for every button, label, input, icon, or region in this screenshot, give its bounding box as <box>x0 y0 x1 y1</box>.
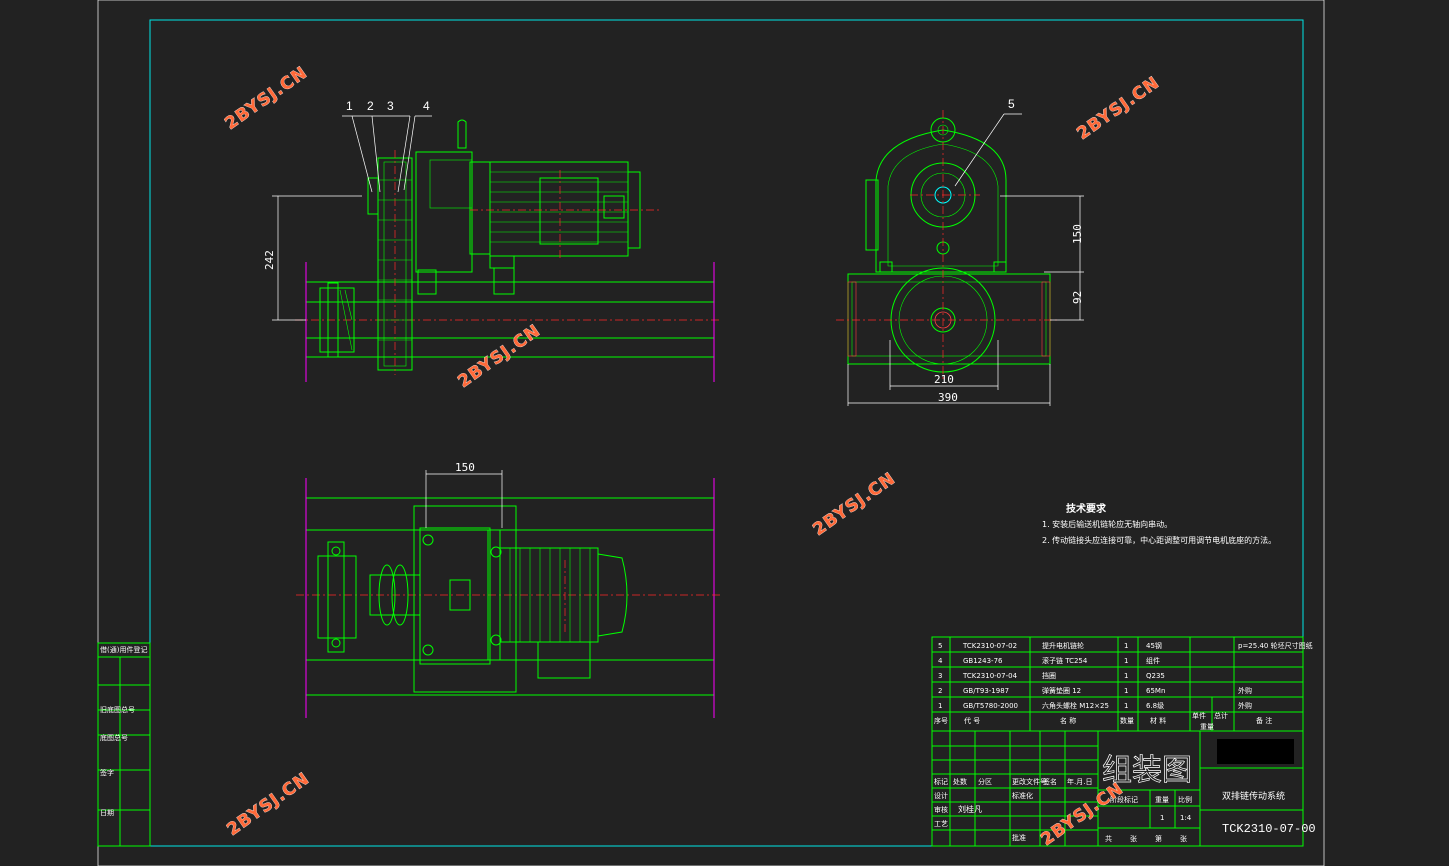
bom-cell-code: TCK2310-07-02 <box>962 642 1017 650</box>
mid-label-4: 签名 <box>1043 777 1057 786</box>
part-label-5: 5 <box>1008 97 1015 111</box>
side-view: 150 92 210 390 5 <box>836 97 1084 406</box>
bom-cell-material: 组件 <box>1146 656 1160 665</box>
tech-requirements: 技术要求 1. 安装后输送机链轮应无轴向串动。 2. 传动链接头应连接可靠，中心… <box>1042 502 1276 545</box>
side-strip-label-5: 日期 <box>100 809 114 817</box>
bom-cell-material: 45钢 <box>1146 641 1162 650</box>
side-strip-label-1: 借(通)用件登记 <box>100 645 147 654</box>
bom-cell-note: p=25.40 轮坯尺寸图纸 <box>1238 641 1313 650</box>
row-label-mark: 标记 <box>934 777 948 786</box>
mid-label-5: 年.月.日 <box>1067 777 1092 786</box>
inner-frame <box>149 19 1304 847</box>
scale-label: 比例 <box>1178 795 1192 804</box>
stage-label: 阶段标记 <box>1110 795 1138 804</box>
tech-line-1: 1. 安装后输送机链轮应无轴向串动。 <box>1042 519 1172 529</box>
bom-cell-no: 5 <box>938 642 942 650</box>
top-view: 150 <box>296 461 720 718</box>
bom-header-total: 总计 <box>1214 711 1228 720</box>
drawing-number: TCK2310-07-00 <box>1222 822 1316 836</box>
bom-header-code: 代 号 <box>964 716 980 725</box>
side-strip-label-4: 签字 <box>100 768 114 777</box>
side-dim-210: 210 <box>934 373 954 386</box>
mid-label-6: 标准化 <box>1012 791 1033 800</box>
bom-cell-qty: 1 <box>1124 657 1128 665</box>
drawing-title: 组装图 <box>1102 753 1192 788</box>
bom-header-note: 备 注 <box>1256 716 1272 725</box>
side-strip-label-2: 旧底图总号 <box>100 705 135 714</box>
part-label-3: 3 <box>387 99 394 113</box>
mid-label-3: 更改文件号 <box>1012 777 1047 786</box>
bom-header-name: 名 称 <box>1060 716 1076 725</box>
side-dim-150: 150 <box>1071 224 1084 244</box>
bom-cell-code: TCK2310-07-04 <box>962 672 1018 680</box>
row-label-review: 审核 <box>934 805 948 814</box>
bom-cell-qty: 1 <box>1124 642 1128 650</box>
bom-cell-code: GB/T5780-2000 <box>963 702 1018 710</box>
row-label-process: 工艺 <box>934 820 948 828</box>
mid-label-7: 批准 <box>1012 833 1026 842</box>
scale-value: 1:4 <box>1180 814 1192 822</box>
bom-header-material: 材 料 <box>1150 716 1166 725</box>
drawing-subtitle: 双排链传动系统 <box>1222 790 1285 802</box>
bom-cell-material: Q235 <box>1146 672 1165 680</box>
part-label-2: 2 <box>367 99 374 113</box>
side-dim-92: 92 <box>1071 291 1084 304</box>
mid-label-2: 分区 <box>978 777 992 786</box>
bom-cell-qty: 1 <box>1124 702 1128 710</box>
bom-cell-no: 2 <box>938 687 942 695</box>
bom-header-weight: 重量 <box>1200 723 1214 731</box>
bom-cell-note: 外购 <box>1238 701 1252 710</box>
bom-cell-no: 4 <box>938 657 943 665</box>
tech-title: 技术要求 <box>1066 502 1107 515</box>
front-dim-242: 242 <box>263 250 276 270</box>
bom-cell-code: GB/T93-1987 <box>963 687 1009 695</box>
bom-header-unit: 单件 <box>1192 711 1206 720</box>
weight-label: 重量 <box>1155 796 1169 804</box>
side-strip: 借(通)用件登记 旧底图总号 底图总号 签字 日期 <box>97 642 151 847</box>
front-view: 242 1 2 3 4 <box>263 99 720 382</box>
sheet-value: 1 <box>1160 814 1164 822</box>
tech-line-2: 2. 传动链接头应连接可靠，中心距调整可用调节电机底座的方法。 <box>1042 535 1276 545</box>
side-dim-390: 390 <box>938 391 958 404</box>
bom-cell-code: GB1243-76 <box>963 657 1003 665</box>
outer-border <box>97 0 1325 866</box>
bom-cell-name: 弹簧垫圈 12 <box>1042 686 1081 695</box>
title-block: 组装图 双排链传动系统 TCK2310-07-00 1:4 1 阶段标记 重量 … <box>931 730 1316 847</box>
sheet-label-2: 张 <box>1130 834 1137 843</box>
bom-cell-name: 挡圈 <box>1042 671 1056 680</box>
bom-header-no: 序号 <box>934 716 948 725</box>
part-label-1: 1 <box>346 99 353 113</box>
mid-label-1: 处数 <box>953 777 967 786</box>
sheet-label-1: 共 <box>1105 834 1112 843</box>
sheet-label-3: 第 <box>1155 834 1162 843</box>
bom-cell-name: 提升电机链轮 <box>1042 641 1084 650</box>
bom-cell-material: 6.8级 <box>1146 701 1164 710</box>
bom-cell-name: 滚子链 TC254 <box>1042 656 1088 665</box>
part-label-4: 4 <box>423 99 430 113</box>
bom-cell-note: 外购 <box>1238 686 1252 695</box>
sheet-label-4: 张 <box>1180 834 1187 843</box>
top-dim-150: 150 <box>455 461 475 474</box>
bom-header-qty: 数量 <box>1120 716 1134 725</box>
bom-cell-name: 六角头螺栓 M12×25 <box>1042 701 1109 710</box>
bom-cell-no: 3 <box>938 672 942 680</box>
row-label-design: 设计 <box>934 791 948 800</box>
bom-cell-no: 1 <box>938 702 942 710</box>
side-strip-label-3: 底图总号 <box>100 733 128 742</box>
designer-name: 刘桂凡 <box>958 804 982 814</box>
bom-cell-material: 65Mn <box>1146 687 1165 695</box>
bom-cell-qty: 1 <box>1124 687 1128 695</box>
bom-cell-qty: 1 <box>1124 672 1128 680</box>
logo-block <box>1217 739 1294 764</box>
